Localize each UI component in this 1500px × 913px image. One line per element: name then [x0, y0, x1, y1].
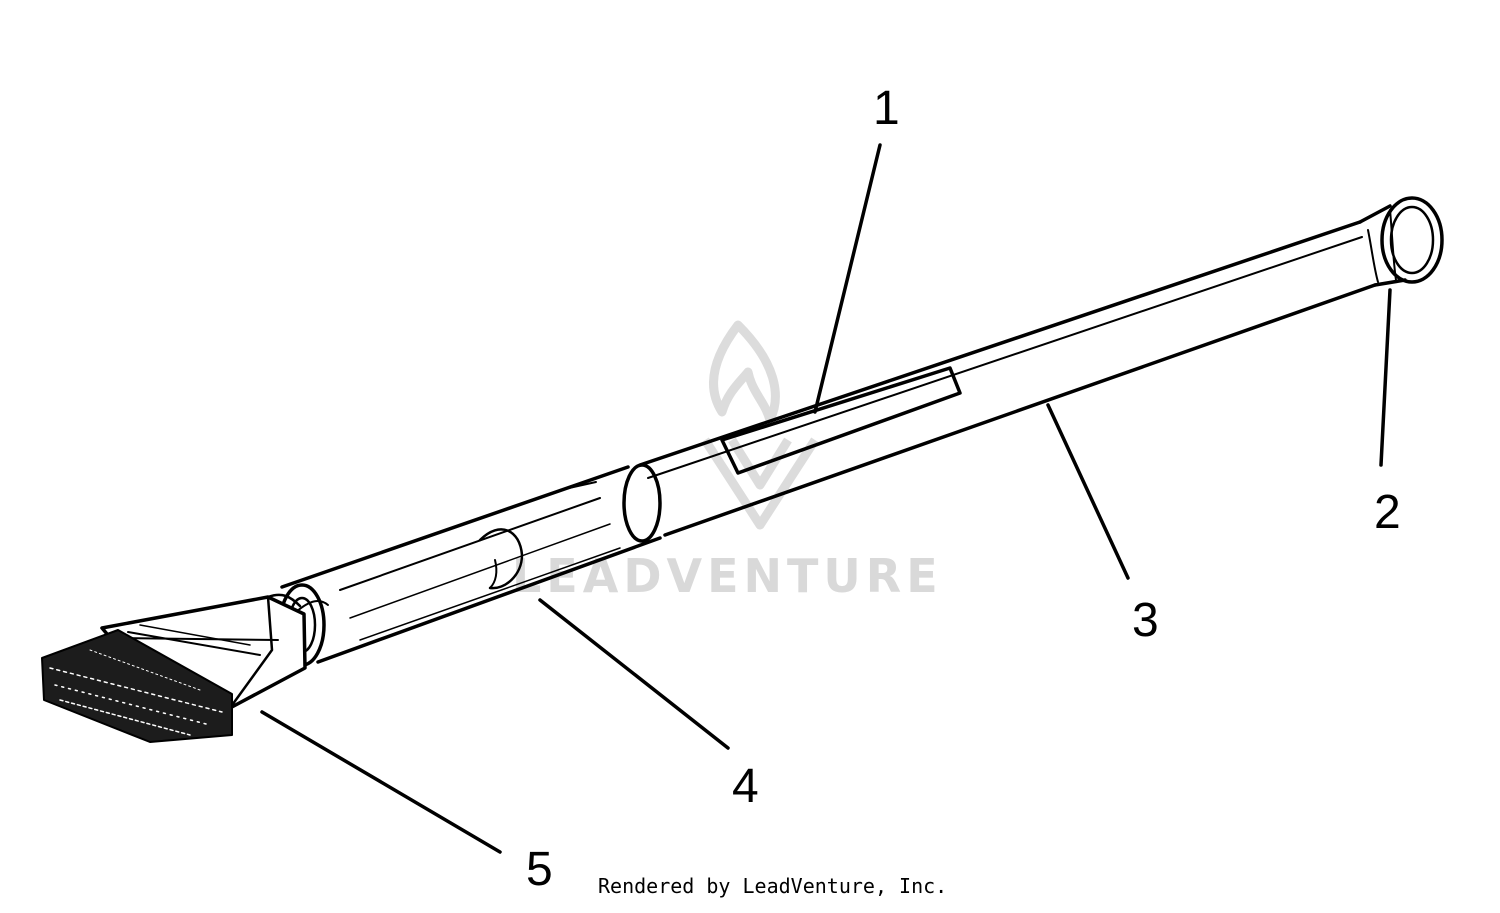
watermark: LEADVENTURE: [512, 320, 943, 603]
leader-line-3: [1046, 403, 1130, 580]
callout-3: 3: [1132, 594, 1159, 647]
callout-5: 5: [526, 843, 553, 896]
leader-line-1: [813, 143, 882, 414]
render-credit: Rendered by LeadVenture, Inc.: [598, 874, 947, 898]
callout-2: 2: [1374, 486, 1401, 539]
brush-tool: [41, 196, 1444, 743]
end-cap: [1358, 196, 1444, 287]
callout-4: 4: [732, 760, 759, 813]
label-plate: [720, 366, 962, 475]
leader-line-5: [260, 710, 502, 854]
watermark-text: LEADVENTURE: [512, 549, 943, 603]
callout-1: 1: [873, 82, 900, 135]
handle-sleeve: [278, 463, 662, 667]
callouts: 1 2 3 4 5: [526, 82, 1401, 896]
leader-line-2: [1379, 288, 1392, 467]
leader-line-4: [538, 598, 730, 750]
brush-head: [41, 593, 307, 743]
flame-logo-icon: [701, 320, 819, 530]
shaft: [638, 220, 1377, 537]
leader-lines: [260, 143, 1392, 854]
